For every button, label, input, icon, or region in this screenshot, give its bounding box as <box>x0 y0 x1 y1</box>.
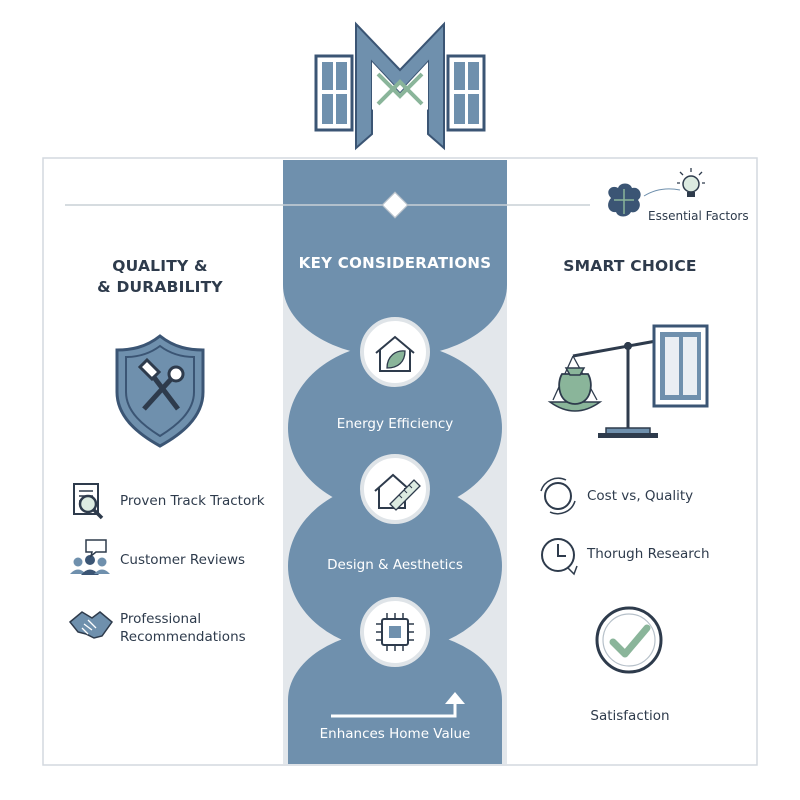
tag-connector <box>643 188 681 197</box>
left-title: QUALITY & & DURABILITY <box>80 256 240 298</box>
house-ruler-icon <box>360 454 430 524</box>
stage-bubble-design <box>288 481 502 651</box>
lightbulb-icon <box>677 168 705 197</box>
chip-icon <box>360 597 430 667</box>
top-header-bubble <box>283 160 507 357</box>
house-leaf-icon <box>360 317 430 387</box>
left-item-recommendations-line2: Recommendations <box>120 629 246 645</box>
scale-moneybag-window-icon <box>547 324 709 438</box>
divider-diamond <box>381 191 409 219</box>
left-item-recommendations: Professional Recommendations <box>120 610 246 646</box>
center-title: KEY CONSIDERATIONS <box>298 254 492 272</box>
right-title: SMART CHOICE <box>563 257 697 275</box>
rising-arrow-icon <box>331 692 465 718</box>
right-item-cost-quality: Cost vs, Quality <box>587 488 694 504</box>
satisfaction-label: Satisfaction <box>590 708 670 724</box>
clock-icon <box>541 538 578 576</box>
right-item-research: Thorugh Research <box>587 546 710 562</box>
left-item-customer-reviews: Customer Reviews <box>120 552 246 568</box>
brain-icon <box>608 183 641 217</box>
center-bubbles <box>283 160 507 764</box>
left-item-recommendations-line1: Professional <box>120 611 202 627</box>
stage-label-energy: Energy Efficiency <box>336 416 454 432</box>
stage-label-design: Design & Aesthetics <box>327 557 463 573</box>
left-item-track-record: Proven Track Tractork <box>120 493 265 509</box>
essential-factors-tag: Essential Factors <box>648 209 749 223</box>
stage-bubble-energy <box>288 343 502 513</box>
window-m-logo-icon <box>314 21 486 151</box>
people-chat-icon <box>70 539 110 575</box>
bottom-bubble <box>288 630 502 764</box>
left-title-line1: QUALITY & <box>112 257 208 275</box>
shield-tools-icon <box>115 334 205 448</box>
handshake-icon <box>68 611 114 639</box>
stage-label-home-value: Enhances Home Value <box>319 726 471 742</box>
document-magnifier-icon <box>73 483 104 520</box>
dollar-cycle-icon <box>540 477 576 515</box>
checkmark-circle-icon <box>595 606 663 674</box>
left-title-line2: & DURABILITY <box>97 278 223 296</box>
